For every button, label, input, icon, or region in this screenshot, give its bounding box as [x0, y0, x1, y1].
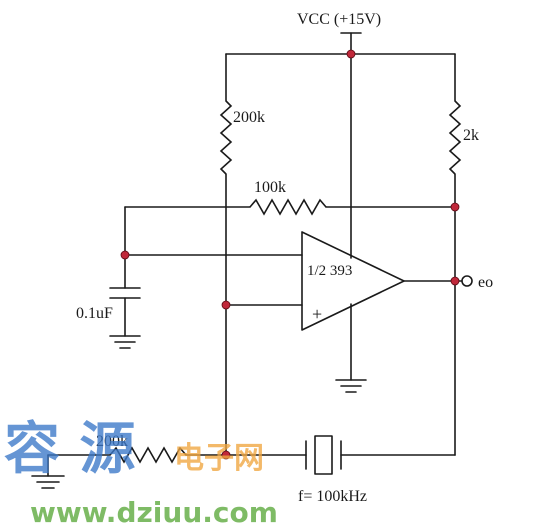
comparator-opamp: [301, 231, 405, 331]
label-plus: +: [312, 304, 322, 324]
ground-symbol-cap: [109, 335, 141, 349]
resistor-100k: [249, 198, 327, 216]
output-terminal: [461, 275, 473, 287]
label-r-200k-top: 200k: [233, 109, 265, 126]
resistor-200k-top: [219, 100, 233, 175]
watermark-url: www.dziuu.com: [30, 496, 278, 528]
junction-cap: [120, 250, 130, 260]
resistor-2k: [448, 100, 462, 175]
junction-bottom: [221, 450, 231, 460]
junction-feedback-right: [450, 202, 460, 212]
resistor-200k-bottom: [109, 446, 187, 464]
label-opamp: 1/2 393: [307, 263, 352, 279]
label-output: eo: [478, 274, 493, 291]
label-r-200k-bottom: 200k: [96, 433, 128, 450]
label-crystal: f= 100kHz: [298, 488, 367, 505]
crystal-resonator: [305, 435, 342, 475]
watermark-chinese-sub: 电子网: [174, 441, 264, 476]
junction-vcc: [346, 49, 356, 59]
ground-symbol-opamp: [335, 379, 367, 393]
label-r-100k: 100k: [254, 179, 286, 196]
watermark-chinese-main: 容 源: [4, 417, 136, 482]
label-vcc: VCC (+15V): [297, 11, 381, 28]
label-capacitor: 0.1uF: [76, 305, 113, 322]
ground-symbol-bottom: [31, 475, 65, 489]
junction-noninverting: [221, 300, 231, 310]
junction-output: [450, 276, 460, 286]
watermark: 容 源 电子网 www.dziuu.com: [4, 417, 278, 528]
label-r-2k: 2k: [463, 127, 479, 144]
